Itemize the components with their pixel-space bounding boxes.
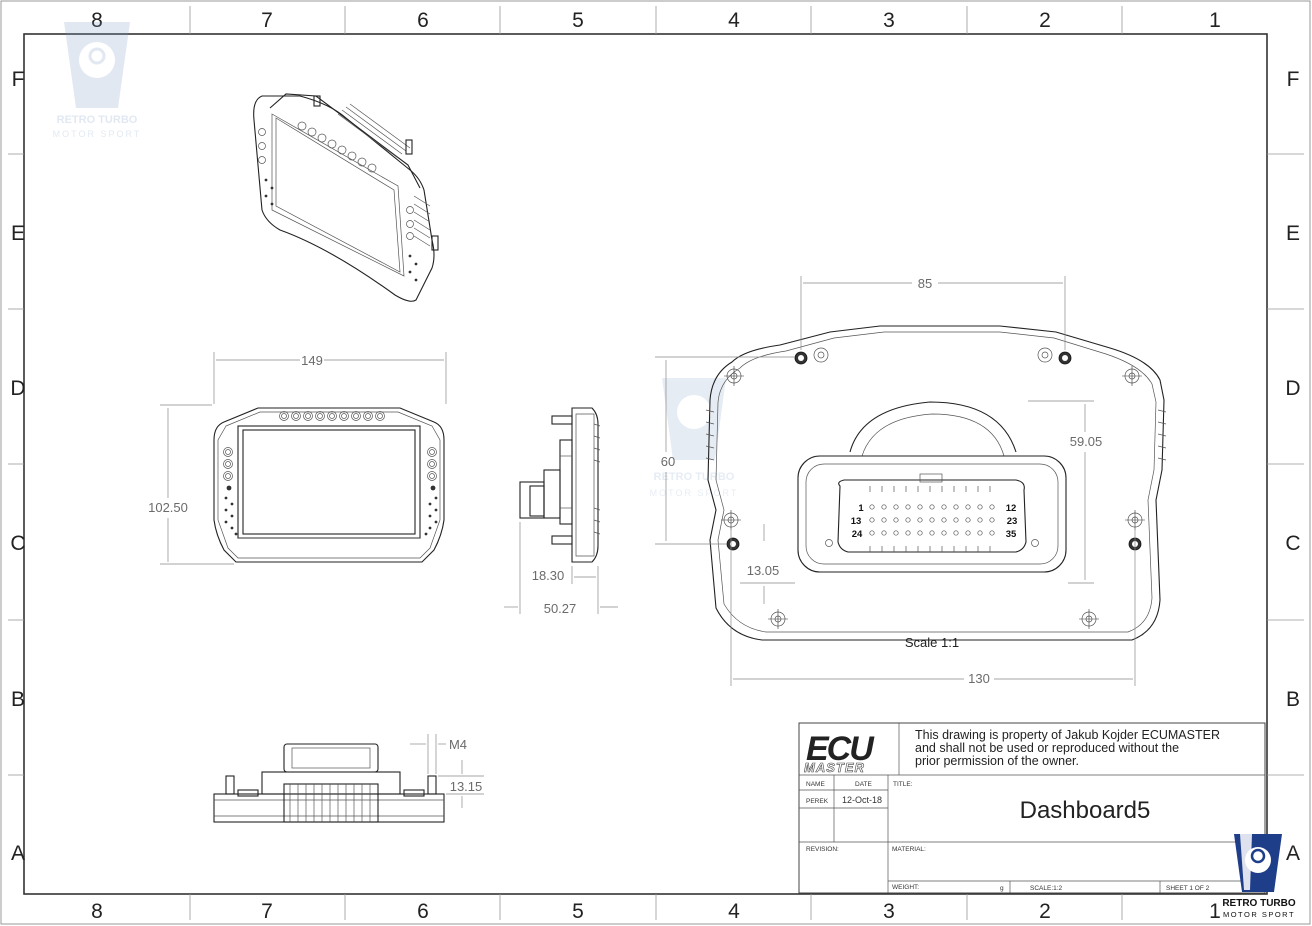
row-label: A	[1286, 842, 1300, 865]
column-label: 2	[1039, 9, 1051, 32]
dimension-rear-height: 60	[661, 454, 675, 469]
column-label: 3	[883, 900, 895, 923]
zone-ticks	[8, 6, 1304, 920]
dimension-side-depth-1: 18.30	[532, 568, 565, 583]
watermark-logo-top-left: RETRO TURBO MOTOR SPORT	[53, 22, 142, 139]
scale-label: SCALE:1:2	[1030, 885, 1063, 892]
dimension-rear-bottom-offset: 13.05	[747, 563, 780, 578]
rear-view: 1 12 13 23 24 35	[655, 276, 1167, 686]
sheet-label: SHEET 1 OF 2	[1166, 885, 1210, 892]
column-label: 6	[417, 900, 429, 923]
dimension-rear-width: 130	[968, 671, 990, 686]
pin-label-13: 13	[851, 516, 862, 527]
vent-dots	[224, 485, 438, 536]
column-label: 7	[261, 900, 273, 923]
logo-text: RETRO TURBO	[1222, 898, 1296, 909]
top-led-row	[279, 411, 385, 421]
row-label: D	[1285, 377, 1300, 400]
watermark-text: MOTOR SPORT	[53, 129, 142, 139]
column-label: 2	[1039, 900, 1051, 923]
weight-unit: g	[1000, 885, 1004, 892]
ecumaster-logo: ECU MASTER	[804, 730, 878, 775]
column-label: 3	[883, 9, 895, 32]
date-value: 12-Oct-18	[842, 795, 882, 805]
screen	[242, 429, 416, 535]
pin-label-12: 12	[1006, 503, 1017, 514]
retro-turbo-logo: RETRO TURBO MOTOR SPORT	[1222, 834, 1296, 919]
logo-text: ECU	[806, 730, 875, 768]
column-label: 1	[1209, 9, 1221, 32]
pin-label-35: 35	[1006, 529, 1017, 540]
watermark-text: RETRO TURBO	[654, 471, 735, 483]
column-label: 4	[728, 9, 740, 32]
column-label: 8	[91, 900, 103, 923]
column-label: 5	[572, 900, 584, 923]
ownership-notice: prior permission of the owner.	[915, 754, 1079, 768]
row-labels-right: F E D C B A	[1285, 68, 1300, 865]
column-label: 5	[572, 9, 584, 32]
dimension-front-width: 149	[301, 353, 323, 368]
row-label: C	[1285, 532, 1300, 555]
title-block: ECU MASTER This drawing is property of J…	[798, 722, 1266, 894]
pin-label-23: 23	[1007, 516, 1018, 527]
connector-pins	[869, 486, 995, 552]
row-label: D	[10, 377, 25, 400]
logo-text: MOTOR SPORT	[1223, 910, 1295, 919]
mounting-holes	[721, 347, 1145, 629]
row-labels-left: F E D C B A	[10, 68, 25, 865]
row-label: B	[1286, 688, 1300, 711]
date-label: DATE	[855, 781, 873, 788]
title-label: TITLE:	[893, 781, 913, 788]
dimension-front-height: 102.50	[148, 500, 188, 515]
name-label: NAME	[806, 781, 825, 788]
watermark-text: RETRO TURBO	[57, 114, 138, 126]
material-label: MATERIAL:	[892, 846, 926, 853]
bottom-view: M4 13.15	[213, 734, 484, 823]
view-scale-label: Scale 1:1	[905, 635, 959, 650]
watermark-logo-center: RETRO TURBO MOTOR SPORT	[650, 378, 739, 498]
ownership-notice: and shall not be used or reproduced with…	[915, 741, 1179, 755]
dimension-bottom-height: 13.15	[450, 779, 483, 794]
side-view: 18.30 50.27	[504, 407, 618, 616]
column-labels-top: 8 7 6 5 4 3 2 1	[91, 9, 1221, 32]
drawing-title: Dashboard5	[1020, 797, 1151, 824]
front-view: 149 102.50	[148, 352, 447, 565]
column-label: 7	[261, 9, 273, 32]
pin-label-24: 24	[852, 529, 863, 540]
pin-label-1: 1	[858, 503, 864, 514]
column-label: 8	[91, 9, 103, 32]
dimension-side-depth-2: 50.27	[544, 601, 577, 616]
dimension-bottom-thread: M4	[449, 737, 467, 752]
dimension-rear-connector-height: 59.05	[1070, 434, 1103, 449]
column-label: 1	[1209, 900, 1221, 923]
row-label: E	[1286, 222, 1300, 245]
revision-label: REVISION:	[806, 846, 839, 853]
column-label: 6	[417, 9, 429, 32]
row-label: C	[10, 532, 25, 555]
watermark-text: MOTOR SPORT	[650, 488, 739, 498]
weight-label: WEIGHT:	[892, 884, 919, 891]
name-value: PEREK	[806, 798, 829, 805]
side-leds	[223, 447, 437, 481]
logo-text: MASTER	[804, 760, 865, 775]
column-label: 4	[728, 900, 740, 923]
ownership-notice: This drawing is property of Jakub Kojder…	[915, 728, 1220, 742]
dimension-rear-hole-spacing: 85	[918, 276, 932, 291]
row-label: F	[1287, 68, 1300, 91]
row-label: A	[11, 842, 25, 865]
row-label: E	[11, 222, 25, 245]
screen-bezel	[237, 425, 421, 539]
row-label: F	[12, 68, 25, 91]
column-labels-bottom: 8 7 6 5 4 3 2 1	[91, 900, 1221, 923]
isometric-view	[253, 93, 439, 302]
row-label: B	[11, 688, 25, 711]
